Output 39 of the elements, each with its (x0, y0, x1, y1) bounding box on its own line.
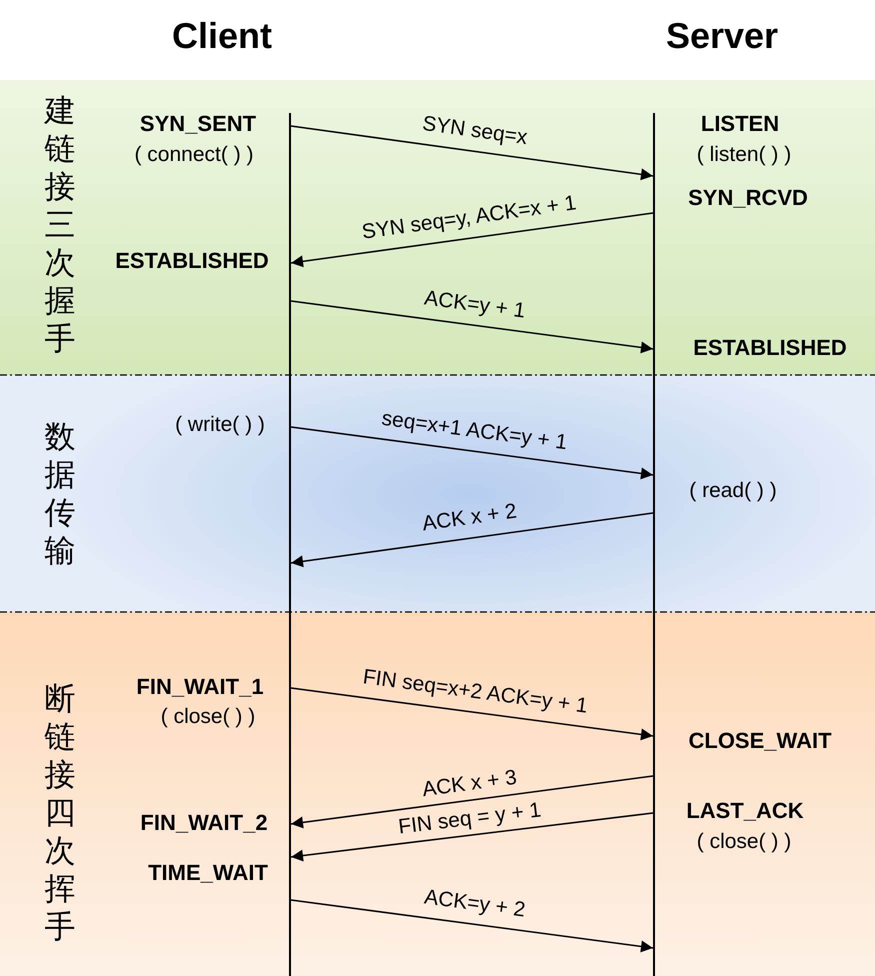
state-label: ESTABLISHED (693, 335, 847, 361)
state-label: FIN_WAIT_1 (136, 674, 264, 700)
phase-label: 断链接四次挥手 (44, 680, 76, 946)
call-label: ( close( ) ) (160, 705, 256, 729)
state-label: LISTEN (700, 111, 780, 137)
edge-label: ACK=y + 1 (422, 286, 526, 324)
lifeline (289, 113, 291, 976)
state-label: LAST_ACK (686, 798, 804, 824)
call-label: ( listen( ) ) (696, 143, 792, 167)
arrow (290, 775, 654, 828)
edge-label: ACK=y + 2 (422, 886, 526, 923)
arrow (290, 812, 654, 862)
state-label: FIN_WAIT_2 (140, 810, 268, 836)
arrow (290, 899, 654, 952)
arrow (290, 125, 654, 180)
phase-label: 建链接三次握手 (43, 92, 76, 358)
edge-label: ACK x + 2 (420, 500, 518, 537)
arrow (290, 212, 654, 268)
call-label: ( connect( ) ) (134, 143, 254, 167)
arrow (290, 687, 654, 740)
state-label: ESTABLISHED (115, 248, 269, 274)
arrow (290, 300, 654, 354)
state-label: CLOSE_WAIT (688, 728, 832, 754)
edge-label: SYN seq=x (420, 112, 529, 150)
edge-label: FIN seq=x+2 ACK=y + 1 (361, 665, 589, 719)
edge-label: SYN seq=y, ACK=x + 1 (360, 192, 578, 245)
state-label: SYN_RCVD (688, 185, 808, 211)
column-heading: Client (172, 15, 272, 57)
arrow (290, 512, 654, 568)
call-label: ( read( ) ) (689, 479, 777, 503)
column-heading: Server (666, 15, 778, 57)
phase-label: 数据传输 (44, 418, 76, 570)
arrow (290, 426, 654, 480)
lifeline (653, 113, 655, 976)
call-label: ( close( ) ) (696, 830, 792, 854)
call-label: ( write( ) ) (175, 413, 265, 437)
edge-label: seq=x+1 ACK=y + 1 (380, 407, 569, 456)
state-label: SYN_SENT (140, 111, 256, 137)
state-label: TIME_WAIT (148, 860, 268, 886)
